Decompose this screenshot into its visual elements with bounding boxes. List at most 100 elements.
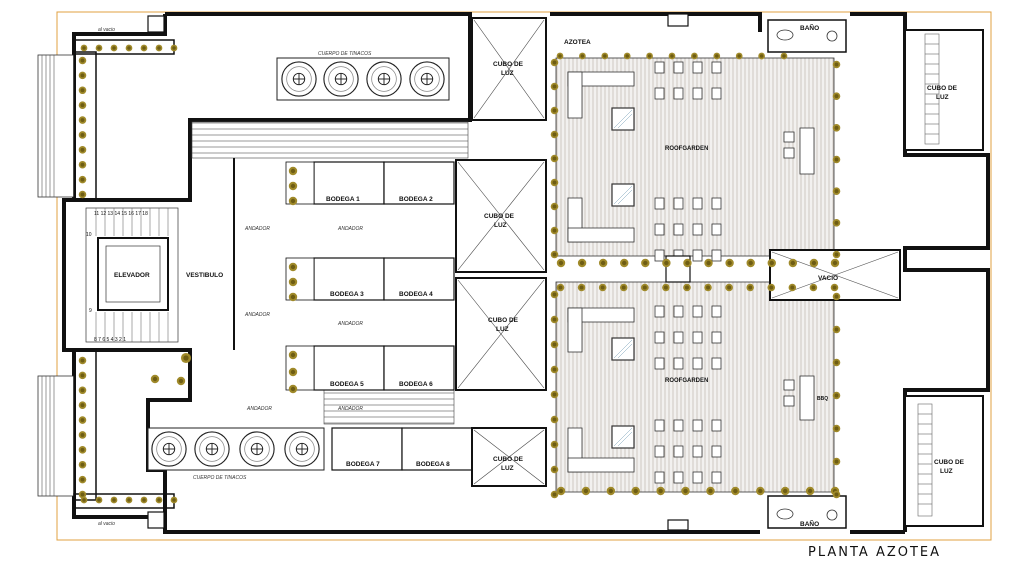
plant-icon <box>756 486 765 496</box>
water-tanks-top <box>276 57 450 101</box>
light-well-2-label-b: LUZ <box>494 222 507 229</box>
plant-icon <box>95 44 103 52</box>
plant-icon <box>550 178 559 187</box>
plant-icon <box>78 386 87 395</box>
table-chair <box>654 331 665 344</box>
plant-icon <box>809 258 819 268</box>
walkway-label-2: ANDADOR <box>337 226 363 232</box>
plant-icon <box>746 283 754 292</box>
plant-icon <box>598 258 608 268</box>
plant-icon <box>606 486 616 496</box>
storage-8-label: BODEGA 8 <box>416 461 450 468</box>
plant-icon <box>95 496 103 504</box>
storage-units <box>285 161 473 471</box>
table-chair <box>654 61 665 74</box>
plant-icon <box>550 82 559 91</box>
roofgarden-top-label: ROOFGARDEN <box>665 146 708 152</box>
plant-icon <box>288 196 298 206</box>
light-well-4-label-a: CUBO DE <box>493 456 524 463</box>
light-well-6-label-a: CUBO DE <box>934 459 965 466</box>
table-chair <box>673 419 684 432</box>
table-chair <box>711 357 722 370</box>
plant-icon <box>683 258 692 268</box>
table-chair <box>673 305 684 318</box>
bathroom-fixtures <box>776 29 838 521</box>
plant-icon <box>288 384 298 394</box>
table-chair <box>654 445 665 458</box>
plant-icon <box>832 391 841 400</box>
walkway-label-1: ANDADOR <box>244 226 270 232</box>
plant-icon <box>832 92 841 100</box>
plant-icon <box>556 283 565 292</box>
plant-icon <box>288 292 298 302</box>
plant-icon <box>832 60 841 69</box>
light-well-1-label-b: LUZ <box>501 70 514 77</box>
plant-icon <box>288 262 298 272</box>
plant-icon <box>78 401 87 409</box>
table-chair <box>654 419 665 432</box>
storage-4-label: BODEGA 4 <box>399 291 433 298</box>
plant-icon <box>832 424 841 433</box>
plant-icon <box>176 376 186 386</box>
table-chair <box>673 357 684 370</box>
plant-icon <box>805 486 815 496</box>
plant-icon <box>140 44 148 52</box>
light-well-slats-right <box>917 33 940 517</box>
plant-icon <box>641 283 649 292</box>
plant-icon <box>706 486 715 496</box>
plant-icon <box>735 52 743 60</box>
bathroom-bottom-label: BAÑO <box>800 519 819 528</box>
plant-icon <box>140 496 148 504</box>
site-boundary <box>56 11 992 541</box>
plant-icon <box>180 352 192 364</box>
plant-icon <box>150 374 160 384</box>
plant-icon <box>170 496 178 504</box>
light-well-crosses <box>457 19 545 485</box>
walkway-label-6: ANDADOR <box>337 406 363 412</box>
plant-icon <box>713 52 721 60</box>
storage-3-label: BODEGA 3 <box>330 291 364 298</box>
azotea-label: AZOTEA <box>564 39 591 46</box>
plant-icon <box>662 283 670 292</box>
plant-icon <box>725 258 734 268</box>
plant-icon <box>832 124 841 132</box>
table-chair <box>711 249 722 262</box>
plant-icon <box>623 52 631 60</box>
plant-icon <box>78 431 87 439</box>
table-chair <box>711 223 722 236</box>
plant-icon <box>758 52 765 60</box>
plant-icon <box>646 52 653 60</box>
plant-icon <box>550 106 559 115</box>
table-chair <box>692 249 703 262</box>
table-chair <box>711 61 722 74</box>
table-chair <box>711 331 722 344</box>
plant-icon <box>550 290 559 299</box>
walkway-bottom <box>323 389 455 425</box>
light-well-6-label-b: LUZ <box>940 468 953 475</box>
plant-icon <box>832 457 841 466</box>
plant-icon <box>78 356 87 365</box>
plant-icon <box>704 258 713 268</box>
plant-icon <box>78 101 87 109</box>
table-chair <box>692 197 703 210</box>
plant-icon <box>788 258 798 268</box>
table-chair <box>654 471 665 484</box>
plant-icon <box>125 496 133 504</box>
plant-icon <box>78 160 87 169</box>
table-chair <box>692 419 703 432</box>
light-well-3-label-a: CUBO DE <box>488 317 519 324</box>
table-chair <box>673 471 684 484</box>
plant-icon <box>288 367 298 377</box>
plant-icon <box>631 486 640 496</box>
table-chair <box>673 197 684 210</box>
plant-icon <box>830 283 839 292</box>
table-chair <box>711 305 722 318</box>
plant-icon <box>550 130 559 139</box>
table-chair <box>654 357 665 370</box>
plant-icon <box>78 190 87 199</box>
plant-icon <box>170 44 178 52</box>
table-chair <box>692 471 703 484</box>
plant-icon <box>155 44 163 52</box>
plant-icon <box>78 446 87 454</box>
plant-icon <box>78 371 87 380</box>
